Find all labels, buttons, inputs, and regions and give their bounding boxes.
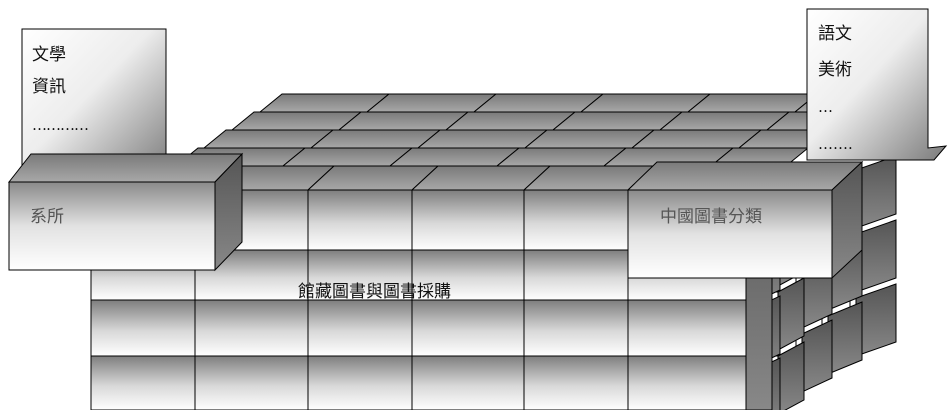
note-right-line-2: 美術 bbox=[818, 60, 852, 80]
front-cell-3-5 bbox=[627, 355, 747, 410]
front-cell-2-5 bbox=[627, 299, 747, 357]
side-face-1-2 bbox=[827, 301, 863, 375]
front-cell-2-3 bbox=[411, 299, 525, 357]
front-cell-2-2 bbox=[307, 299, 413, 357]
note-right-line-3: … bbox=[818, 98, 833, 116]
front-cell-3-3 bbox=[411, 355, 525, 410]
note-left-line-2: 資訊 bbox=[32, 77, 66, 97]
front-cell-1-4 bbox=[523, 249, 629, 301]
front-cell-3-4 bbox=[523, 355, 629, 410]
bar-right-label: 中國圖書分類 bbox=[660, 207, 762, 227]
front-cell-0-1 bbox=[307, 189, 413, 251]
front-cell-3-1 bbox=[194, 355, 309, 410]
note-left-line-1: 文學 bbox=[32, 45, 66, 65]
note-card-right: 語文 美術 … ……. bbox=[806, 8, 948, 161]
note-left-line-3: ………… bbox=[32, 116, 88, 134]
side-face-3-2 bbox=[777, 341, 805, 410]
note-right-line-4: ……. bbox=[818, 135, 853, 153]
bar-right-classification: 中國圖書分類 bbox=[626, 160, 864, 280]
bar-left-department: 系所 bbox=[7, 152, 244, 272]
bar-left-label: 系所 bbox=[30, 207, 64, 227]
front-cell-2-4 bbox=[523, 299, 629, 357]
front-cell-0-3 bbox=[523, 189, 629, 251]
front-cell-3-0 bbox=[90, 355, 196, 410]
front-cell-0-2 bbox=[411, 189, 525, 251]
note-right-line-1: 語文 bbox=[818, 24, 852, 44]
front-cell-3-2 bbox=[307, 355, 413, 410]
side-face-2-2 bbox=[801, 319, 833, 393]
front-cell-2-1 bbox=[194, 299, 309, 357]
center-label: 館藏圖書與圖書採購 bbox=[298, 282, 451, 302]
front-cell-2-0 bbox=[90, 299, 196, 357]
